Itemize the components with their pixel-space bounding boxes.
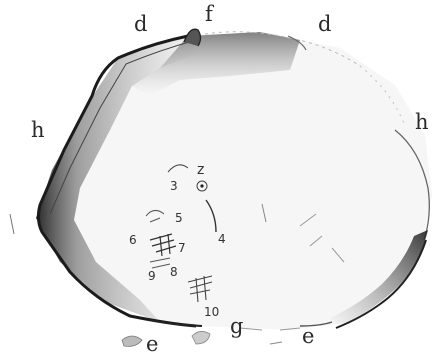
- label-3: 3: [170, 180, 178, 192]
- label-4: 4: [218, 233, 226, 245]
- bottom-blob-left: [122, 336, 142, 346]
- bottom-blob-center: [192, 331, 210, 344]
- label-d-right: d: [318, 14, 331, 35]
- structure-z-dot: [200, 184, 203, 187]
- label-5: 5: [175, 212, 183, 224]
- label-z: z: [197, 163, 204, 177]
- label-d-left: d: [134, 14, 147, 35]
- label-10: 10: [204, 306, 219, 318]
- label-6: 6: [129, 234, 137, 246]
- label-f: f: [205, 4, 213, 25]
- label-h-right: h: [415, 112, 429, 133]
- label-e-right: e: [302, 326, 314, 347]
- label-h-left: h: [31, 120, 45, 141]
- label-g: g: [230, 316, 243, 337]
- label-8: 8: [170, 266, 178, 278]
- label-7: 7: [178, 242, 186, 254]
- left-edge-mark: [10, 214, 14, 234]
- bottom-right-dash: [270, 342, 282, 344]
- label-e-left: e: [146, 334, 158, 355]
- label-9: 9: [148, 270, 156, 282]
